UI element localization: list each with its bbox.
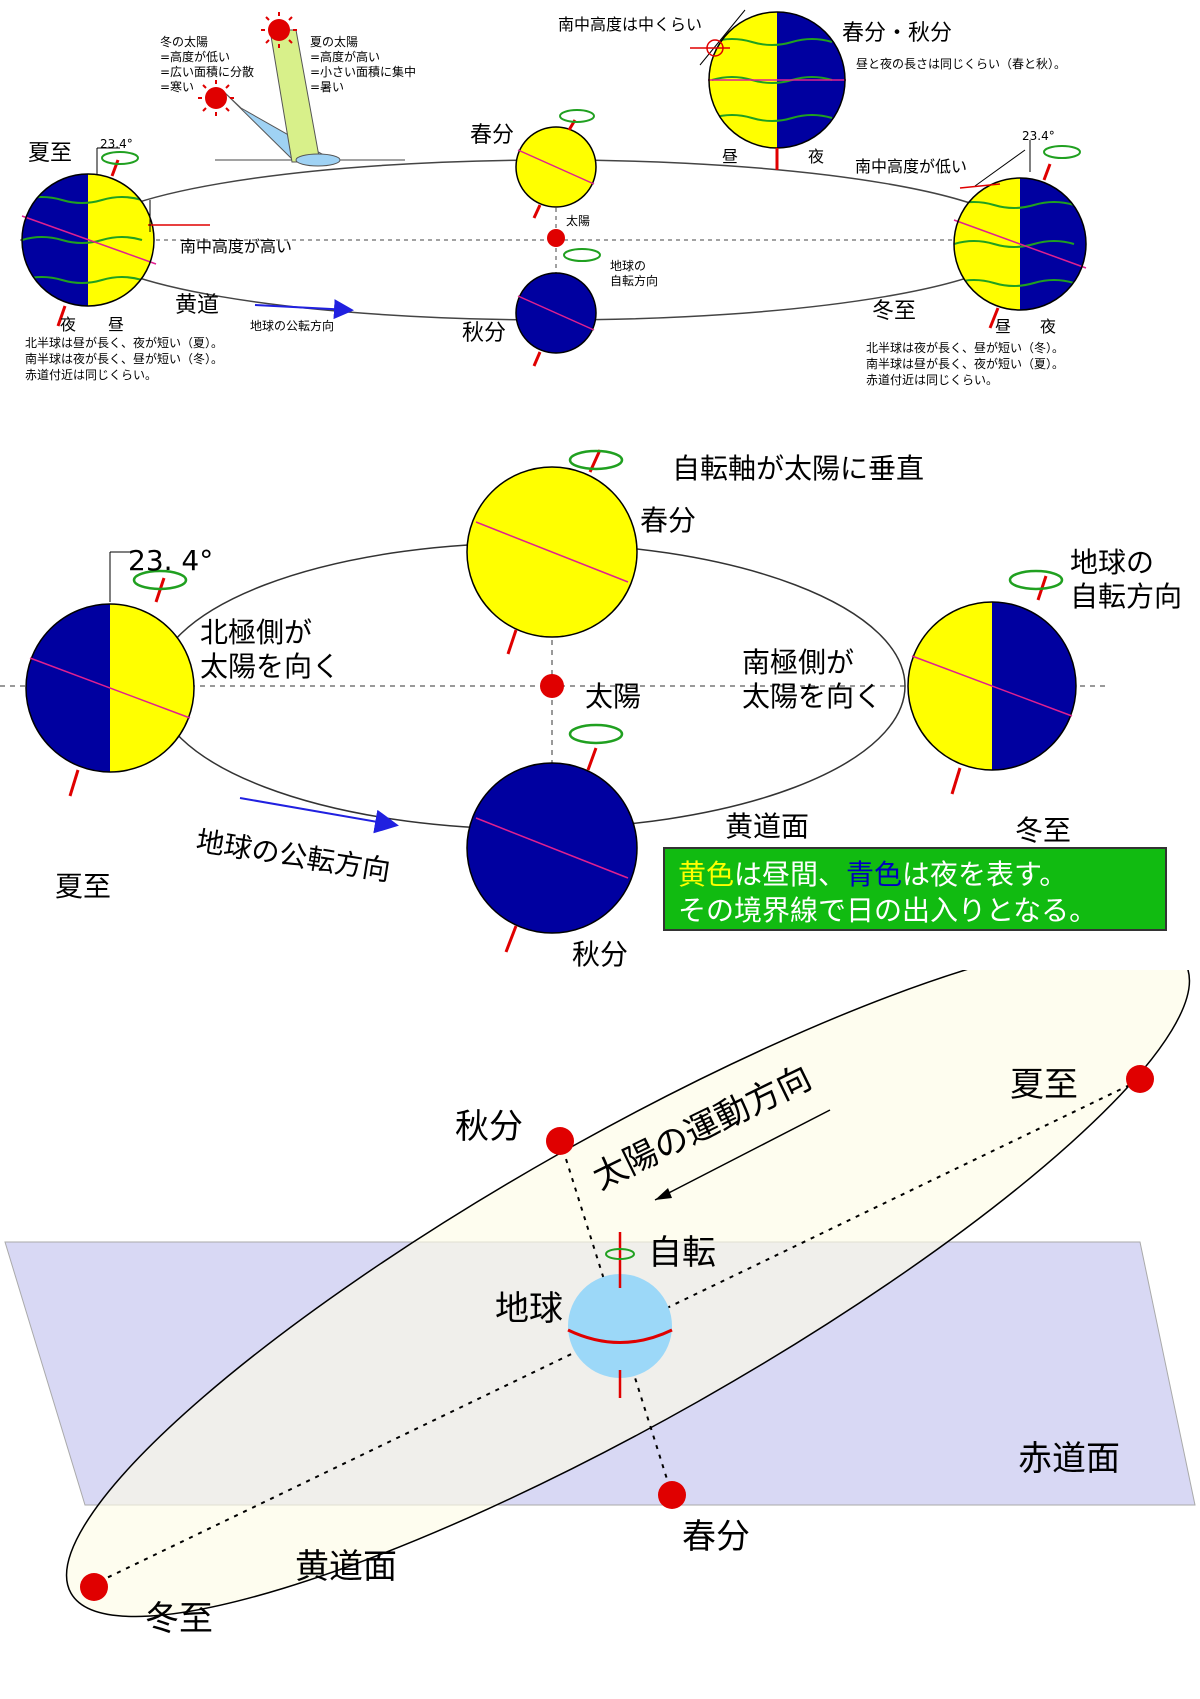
label-high-altitude: 南中高度が高い bbox=[180, 237, 292, 256]
autumn-point bbox=[546, 1127, 574, 1155]
label-angle: 23. 4° bbox=[128, 544, 213, 577]
label-ecliptic-plane: 黄道面 bbox=[725, 810, 809, 843]
celestial-sphere-diagram: 太陽の運動方向 夏至 秋分 自転 地球 赤道面 春分 黄道面 冬至 bbox=[4, 970, 1196, 1639]
summer-point bbox=[1126, 1065, 1154, 1093]
dashed-line bbox=[559, 1139, 673, 1496]
label-summer: 夏至 bbox=[1010, 1065, 1078, 1105]
label-angle-right: 23.4° bbox=[1022, 129, 1055, 143]
sun-motion-arrow bbox=[654, 1109, 831, 1201]
label-autumn: 秋分 bbox=[455, 1107, 523, 1147]
earth-summer-solstice bbox=[25, 551, 195, 797]
label-spring: 春分 bbox=[682, 1517, 750, 1557]
earth-summer-solstice bbox=[21, 147, 157, 327]
label-eq-day: 昼 bbox=[722, 147, 738, 166]
label-winter-solstice: 冬至 bbox=[872, 299, 916, 324]
label-ecliptic-plane: 黄道面 bbox=[295, 1547, 397, 1587]
label-rotation: 地球の 自転方向 bbox=[610, 259, 658, 288]
earth-center bbox=[567, 1232, 673, 1398]
label-rotation: 自転 bbox=[648, 1233, 716, 1273]
label-summer-solstice: 夏至 bbox=[28, 141, 72, 166]
label-mid-altitude: 南中高度は中くらい bbox=[558, 15, 702, 34]
label-sun: 太陽 bbox=[585, 680, 641, 713]
label-winter: 冬至 bbox=[1015, 814, 1071, 847]
label-autumn: 秋分 bbox=[572, 938, 628, 970]
revolution-arrow bbox=[254, 299, 354, 320]
label-night-right: 夜 bbox=[1040, 317, 1056, 336]
left-notes: 北半球は昼が長く、夜が短い（夏）。 南半球は夜が長く、昼が短い（冬）。 赤道付近… bbox=[25, 335, 227, 382]
label-day-left: 昼 bbox=[108, 315, 124, 334]
legend-box: 黄色は昼間、青色は夜を表す。 その境界線で日の出入りとなる。 bbox=[663, 847, 1167, 931]
label-equinox-note: 昼と夜の長さは同じくらい（春と秋）。 bbox=[856, 56, 1066, 71]
earth-autumn-equinox bbox=[515, 272, 597, 367]
rotation-arrow-icon bbox=[563, 248, 601, 262]
svg-text:黄色は昼間、青色は夜を表す。: 黄色は昼間、青色は夜を表す。 bbox=[678, 858, 1067, 891]
label-summer: 夏至 bbox=[55, 870, 111, 903]
label-revolution: 地球の公転方向 bbox=[250, 318, 334, 333]
summer-sun-text: 夏の太陽 =高度が高い =小さい面積に集中 =暑い bbox=[310, 34, 420, 94]
earth-autumn-equinox bbox=[466, 723, 638, 953]
label-angle-left: 23.4° bbox=[100, 137, 133, 151]
earth-winter-solstice bbox=[907, 569, 1077, 795]
label-winter: 冬至 bbox=[145, 1599, 213, 1639]
sun bbox=[547, 229, 565, 247]
label-ecliptic: 黄道 bbox=[175, 293, 219, 318]
label-spring: 春分 bbox=[470, 123, 514, 148]
seasons-diagram-small: 冬の太陽 =高度が低い =広い面積に分散 =寒い 夏の太陽 =高度が高い =小さ… bbox=[20, 9, 1087, 387]
label-earth: 地球 bbox=[495, 1289, 563, 1329]
earth-equinox-inset bbox=[690, 9, 846, 170]
label-eq-night: 夜 bbox=[808, 147, 824, 166]
label-axis-perpendicular: 自転軸が太陽に垂直 bbox=[672, 452, 924, 485]
earth-spring-equinox bbox=[466, 449, 638, 655]
sun-icon bbox=[198, 80, 234, 116]
revolution-arrow bbox=[239, 797, 399, 834]
label-autumn: 秋分 bbox=[462, 321, 506, 346]
label-night-left: 夜 bbox=[60, 315, 76, 334]
winter-point bbox=[80, 1573, 108, 1601]
legend-line2: その境界線で日の出入りとなる。 bbox=[678, 894, 1097, 927]
winter-sun-text: 冬の太陽 =高度が低い =広い面積に分散 =寒い bbox=[160, 34, 258, 94]
label-equator-plane: 赤道面 bbox=[1018, 1439, 1120, 1479]
label-sun: 太陽 bbox=[566, 213, 590, 228]
label-rotation: 地球の 自転方向 bbox=[1070, 546, 1182, 613]
sun-icon bbox=[261, 12, 297, 48]
label-spring: 春分 bbox=[640, 504, 696, 537]
spring-point bbox=[658, 1481, 686, 1509]
earth-winter-solstice bbox=[953, 140, 1087, 329]
right-notes: 北半球は夜が長く、昼が短い（冬）。 南半球は昼が長く、夜が短い（夏）。 赤道付近… bbox=[866, 340, 1068, 387]
earth-spring-equinox bbox=[515, 109, 597, 219]
seasons-diagram-large: 自転軸が太陽に垂直 春分 23. 4° 北極側が 太陽を向く 夏至 太陽 地球の… bbox=[0, 449, 1182, 970]
label-south-faces: 南極側が 太陽を向く bbox=[742, 646, 882, 713]
label-equinox-title: 春分・秋分 bbox=[842, 21, 952, 46]
sun bbox=[540, 674, 564, 698]
label-day-right: 昼 bbox=[995, 317, 1011, 336]
label-revolution: 地球の公転方向 bbox=[194, 824, 393, 887]
label-north-faces: 北極側が 太陽を向く bbox=[200, 616, 340, 683]
label-low-altitude: 南中高度が低い bbox=[855, 157, 967, 176]
